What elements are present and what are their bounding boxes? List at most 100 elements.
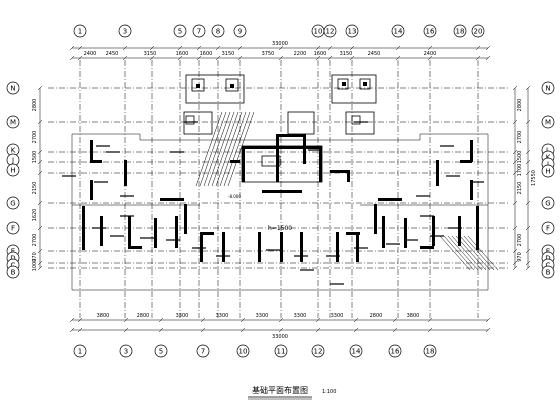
svg-text:7: 7 [197, 28, 201, 36]
dimension-tick [512, 200, 518, 206]
bottom-dimension-value: 3300 [331, 313, 344, 319]
dimension-tick [158, 327, 164, 333]
dimension-lines [39, 47, 529, 331]
foundation-outline [71, 133, 489, 291]
bottom-dimension-value: 2800 [137, 313, 150, 319]
axis-bubble-bottom: 16 [388, 344, 402, 358]
drawing-title: 基础平面布置图 [252, 385, 308, 395]
dimension-tick [240, 317, 246, 323]
svg-text:F: F [11, 225, 15, 233]
dimension-tick [315, 45, 321, 51]
dimension-tick [512, 149, 518, 155]
dimension-tick [69, 327, 75, 333]
axis-bubble-bottom: 14 [349, 344, 363, 358]
depth-label: h=1500 [268, 225, 292, 232]
ramp-hatch-line [443, 235, 475, 271]
axis-bubble-left: N [6, 81, 20, 95]
dimension-tick [37, 149, 43, 155]
dimension-tick [200, 317, 206, 323]
ramp-hatch-line [219, 111, 247, 187]
axis-bubble-left: B [6, 265, 20, 279]
dimension-tick [122, 45, 128, 51]
dimension-tick [525, 260, 531, 266]
svg-text:13: 13 [348, 28, 357, 36]
dimension-tick [512, 248, 518, 254]
svg-text:18: 18 [426, 348, 435, 356]
top-dimension-value: 1600 [314, 51, 327, 57]
top-dimension-value: 3150 [222, 51, 235, 57]
top-dimension-value: 1600 [200, 51, 213, 57]
dimension-tick [37, 119, 43, 125]
svg-text:E: E [546, 248, 550, 256]
svg-text:12: 12 [314, 348, 323, 356]
dimension-tick [525, 85, 531, 91]
dimension-tick [196, 45, 202, 51]
svg-text:G: G [545, 200, 550, 208]
svg-text:10: 10 [239, 348, 248, 356]
dimension-tick [475, 45, 481, 51]
left-dimension-value: 2150 [32, 182, 38, 195]
left-dimension-value: 1500 [32, 151, 38, 164]
svg-text:18: 18 [456, 28, 465, 36]
svg-text:B: B [11, 269, 16, 277]
dimension-tick [475, 55, 481, 61]
left-dimension-value: 970 [32, 252, 38, 262]
dimension-tick [123, 317, 129, 323]
svg-text:M: M [545, 119, 551, 127]
hatched-ramp [195, 111, 499, 271]
dimension-tick [525, 119, 531, 125]
axis-bubble-right: N [541, 81, 555, 95]
dimension-tick [427, 317, 433, 323]
top-dimension-value: 2400 [84, 51, 97, 57]
dimension-tick [427, 327, 433, 333]
bottom-dimension-value: 3300 [216, 313, 229, 319]
axis-bubble-top: 7 [192, 24, 206, 38]
right-dimension-value: 2800 [517, 99, 523, 112]
dimension-tick [353, 317, 359, 323]
right-total-dimension: 17550 [531, 170, 537, 186]
dimension-tick [525, 200, 531, 206]
axis-bubble-left: M [6, 115, 20, 129]
bottom-dimension-value: 3800 [97, 313, 110, 319]
svg-text:G: G [10, 200, 15, 208]
ramp-hatch-line [463, 235, 495, 271]
axis-bubble-bottom: 5 [154, 344, 168, 358]
dimension-tick [512, 265, 518, 271]
top-dimension-value: 2450 [368, 51, 381, 57]
axis-bubble-top: 12 [323, 24, 337, 38]
bottom-dimension-value: 3300 [294, 313, 307, 319]
axis-bubble-top: 1 [73, 24, 87, 38]
dimension-tick [349, 45, 355, 51]
dimension-tick [37, 170, 43, 176]
svg-text:7: 7 [201, 348, 205, 356]
dimension-tick [149, 45, 155, 51]
axis-bubble-top: 18 [453, 24, 467, 38]
svg-text:16: 16 [391, 348, 400, 356]
ramp-hatch-line [467, 235, 499, 271]
svg-text:M: M [10, 119, 16, 127]
ramp-hatch-line [199, 111, 227, 187]
svg-text:J: J [11, 157, 14, 165]
svg-text:F: F [546, 225, 550, 233]
dimension-tick [525, 248, 531, 254]
dimension-tick [37, 225, 43, 231]
axis-bubble-top: 16 [423, 24, 437, 38]
svg-text:3: 3 [123, 28, 127, 36]
bottom-dimension-value: 3300 [176, 313, 189, 319]
left-dimension-value: 2700 [32, 131, 38, 144]
axis-bubble-top: 9 [233, 24, 247, 38]
dimension-tick [395, 45, 401, 51]
ramp-hatch-line [215, 111, 243, 187]
svg-text:1: 1 [78, 348, 82, 356]
dimension-tick [240, 327, 246, 333]
svg-text:12: 12 [326, 28, 335, 36]
bottom-total-dimension: 33000 [272, 334, 288, 340]
axis-bubble-bottom: 12 [311, 344, 325, 358]
dimension-tick [177, 55, 183, 61]
axis-bubble-bottom: 3 [119, 344, 133, 358]
dimension-tick [525, 265, 531, 271]
dimension-tick [512, 159, 518, 165]
